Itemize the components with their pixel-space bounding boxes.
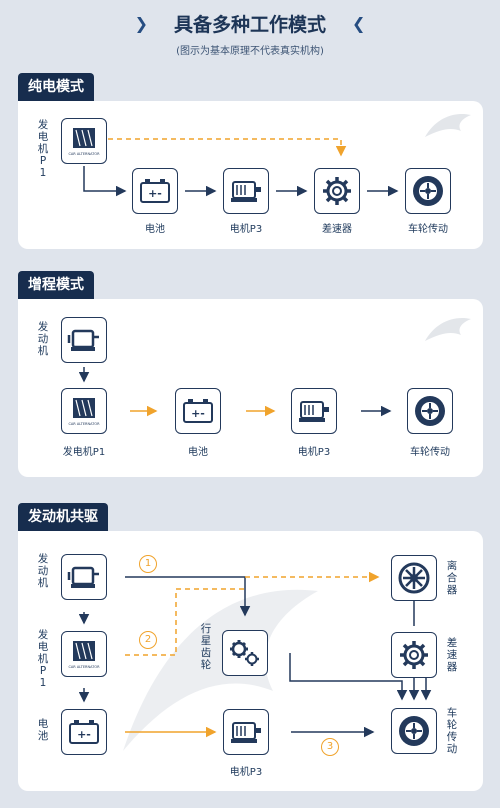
label-battery: 电池	[145, 224, 165, 235]
page-title: ❯ 具备多种工作模式 ❮	[0, 10, 500, 37]
tire-icon	[399, 716, 429, 746]
battery-box: +-	[175, 388, 221, 434]
label-p1: 发电机P1	[62, 447, 106, 458]
label-planet: 行星齿轮	[200, 623, 212, 671]
svg-text:+-: +-	[148, 187, 162, 200]
motor-p3-box	[291, 388, 337, 434]
chevron-right-icon: ❯	[134, 14, 148, 33]
flow-lines-range	[78, 367, 392, 417]
label-clutch: 离合器	[446, 560, 458, 596]
label-diff: 差速器	[322, 224, 352, 235]
generator-icon: CAR ALTERNATOR	[68, 641, 100, 669]
differential-box	[391, 632, 437, 678]
differential-box	[314, 168, 360, 214]
label-battery: 电池	[188, 447, 208, 458]
generator-p1-box: CAR ALTERNATOR	[61, 631, 107, 677]
svg-text:+-: +-	[77, 728, 91, 741]
engine-icon	[67, 329, 99, 351]
flow-lines-ev	[83, 138, 399, 197]
label-wheel: 车轮传动	[408, 224, 448, 235]
step-3-badge: 3	[321, 738, 339, 756]
tire-icon	[413, 176, 443, 206]
engine-box	[61, 317, 107, 363]
motor-icon	[231, 181, 261, 202]
label-motor: 电机P3	[229, 224, 263, 235]
label-wheel: 车轮传动	[410, 447, 450, 458]
generator-p1-box: CAR ALTERNATOR	[61, 388, 107, 434]
gears-icon	[230, 640, 259, 666]
panel-coupled: 发动机 发电机P1 CAR ALTERNATOR 电池 +- 行星齿轮 电机P3…	[18, 531, 483, 791]
label-motor: 电机P3	[297, 447, 331, 458]
svg-text:CAR ALTERNATOR: CAR ALTERNATOR	[68, 422, 100, 426]
engine-icon	[67, 566, 99, 588]
wheel-box	[405, 168, 451, 214]
label-p1: 发电机P1	[37, 629, 49, 689]
title-text: 具备多种工作模式	[173, 14, 326, 36]
label-p1: 发电机P1	[37, 119, 49, 179]
battery-icon: +-	[183, 399, 213, 423]
label-battery: 电池	[37, 718, 49, 742]
step-1-badge: 1	[139, 555, 157, 573]
label-engine: 发动机	[37, 553, 49, 589]
watermark-icon	[425, 113, 471, 137]
motor-icon	[231, 722, 261, 743]
panel-ev: 发电机P1 CAR ALTERNATOR +- 电池 电机P3 差速器 车轮传动	[18, 101, 483, 249]
section-tag-coupled: 发动机共驱	[18, 503, 108, 531]
battery-icon: +-	[69, 720, 99, 744]
svg-text:+-: +-	[191, 407, 205, 420]
page-subtitle: (图示为基本原理不代表真实机构)	[176, 46, 324, 57]
label-diff: 差速器	[446, 637, 458, 673]
svg-text:CAR ALTERNATOR: CAR ALTERNATOR	[68, 152, 100, 156]
clutch-box	[391, 555, 437, 601]
generator-p1-box: CAR ALTERNATOR	[61, 118, 107, 164]
planetary-gear-box	[222, 630, 268, 676]
gear-icon	[323, 177, 351, 205]
battery-icon: +-	[140, 179, 170, 203]
label-motor: 电机P3	[229, 767, 263, 778]
engine-box	[61, 554, 107, 600]
motor-icon	[299, 401, 329, 422]
wheel-box	[391, 708, 437, 754]
label-engine: 发动机	[37, 321, 49, 357]
battery-box: +-	[61, 709, 107, 755]
flow-lines-coupled	[78, 571, 432, 738]
motor-p3-box	[223, 168, 269, 214]
label-wheel: 车轮传动	[446, 707, 458, 755]
watermark-icon	[123, 589, 318, 751]
watermark-icon	[425, 317, 471, 341]
gear-icon	[400, 641, 428, 669]
section-tag-ev: 纯电模式	[18, 73, 94, 101]
panel-range: 发动机 CAR ALTERNATOR +- 发电机P1 电池 电机P3 车轮传动	[18, 299, 483, 477]
wheel-box	[407, 388, 453, 434]
tire-icon	[415, 396, 445, 426]
step-2-badge: 2	[139, 631, 157, 649]
generator-icon: CAR ALTERNATOR	[68, 398, 100, 426]
battery-box: +-	[132, 168, 178, 214]
svg-text:CAR ALTERNATOR: CAR ALTERNATOR	[68, 665, 100, 669]
chevron-left-icon: ❮	[352, 14, 366, 33]
section-tag-range: 增程模式	[18, 271, 94, 299]
generator-icon: CAR ALTERNATOR	[68, 128, 100, 156]
clutch-icon	[398, 562, 430, 594]
motor-p3-box	[223, 709, 269, 755]
